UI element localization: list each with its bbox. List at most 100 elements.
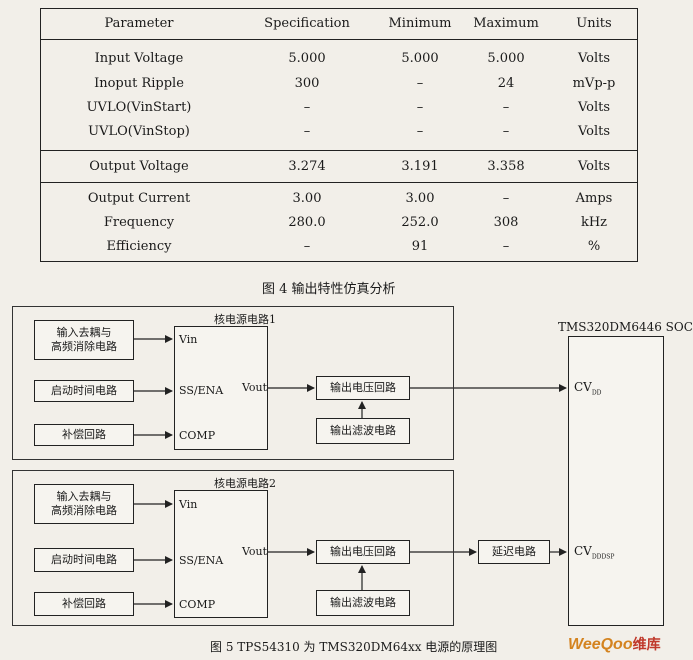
table-cell: Amps	[575, 191, 613, 206]
circuit2-delay-box: 延迟电路	[478, 540, 550, 564]
pin-subscript: DDDSP	[591, 553, 615, 561]
table-cell: UVLO(VinStop)	[88, 124, 190, 139]
table-cell: %	[587, 239, 601, 254]
circuit1-output-filter-box: 输出滤波电路	[316, 418, 410, 444]
table-cell: Volts	[577, 159, 611, 174]
table-cell: Volts	[577, 124, 611, 139]
table-row: UVLO(VinStart) – – – Volts	[41, 97, 637, 119]
header-minimum: Minimum	[388, 16, 452, 31]
table-cell: 91	[411, 239, 429, 254]
header-units: Units	[576, 16, 612, 31]
circuit2-title: 核电源电路2	[214, 477, 276, 490]
table-header-row: Parameter Specification Minimum Maximum …	[41, 13, 637, 35]
circuit2-output-filter-box: 输出滤波电路	[316, 590, 410, 616]
table-cell: 252.0	[401, 215, 439, 230]
table-row: Efficiency – 91 – %	[41, 236, 637, 258]
table-cell: –	[303, 124, 311, 139]
watermark-suffix: 维库	[632, 636, 661, 652]
table-cell: –	[502, 191, 510, 206]
core-power-circuit-2	[12, 470, 454, 626]
circuit2-input-decouple-box: 输入去耦与 高频消除电路	[34, 484, 134, 524]
table-cell: kHz	[580, 215, 608, 230]
circuit2-regulator-chip	[174, 490, 268, 618]
watermark-brand: WeeQoo	[568, 636, 633, 653]
table-cell: –	[416, 76, 424, 91]
circuit1-pin-comp: COMP	[179, 429, 216, 442]
soc-block	[568, 336, 664, 626]
box-text-line: 高频消除电路	[51, 504, 117, 517]
core-power-circuit-1	[12, 306, 454, 460]
table-cell: Volts	[577, 100, 611, 115]
circuit2-output-voltage-box: 输出电压回路	[316, 540, 410, 564]
table-cell: 5.000	[401, 51, 439, 66]
circuit1-output-voltage-box: 输出电压回路	[316, 376, 410, 400]
box-text-line: 输入去耦与	[56, 490, 112, 503]
circuit1-input-decouple-box: 输入去耦与 高频消除电路	[34, 320, 134, 360]
table-cell: 308	[493, 215, 519, 230]
table-cell: –	[416, 124, 424, 139]
table-row: Input Voltage 5.000 5.000 5.000 Volts	[41, 48, 637, 70]
table-cell: 3.274	[288, 159, 326, 174]
soc-title: TMS320DM6446 SOC	[558, 320, 693, 334]
table-cell: UVLO(VinStart)	[86, 100, 192, 115]
table-cell: 3.00	[292, 191, 322, 206]
table-cell: –	[303, 239, 311, 254]
table-cell: –	[502, 100, 510, 115]
table-cell: 24	[497, 76, 515, 91]
circuit1-startup-time-box: 启动时间电路	[34, 380, 134, 402]
table-cell: 3.00	[405, 191, 435, 206]
table-cell: –	[502, 124, 510, 139]
circuit2-pin-vout: Vout	[242, 545, 268, 558]
table-cell: Output Voltage	[89, 159, 189, 174]
table-cell: Input Voltage	[94, 51, 184, 66]
header-maximum: Maximum	[473, 16, 539, 31]
table-divider	[41, 182, 637, 183]
circuit2-pin-comp: COMP	[179, 598, 216, 611]
pin-name: CV	[574, 380, 592, 394]
soc-pin-cvdd: CVDD	[574, 380, 601, 396]
circuit1-regulator-chip	[174, 326, 268, 450]
table-cell: 5.000	[288, 51, 326, 66]
pin-subscript: DD	[591, 389, 602, 397]
box-text-line: 高频消除电路	[51, 340, 117, 353]
table-cell: –	[303, 100, 311, 115]
table-cell: 3.191	[401, 159, 439, 174]
table-cell: –	[502, 239, 510, 254]
circuit1-pin-vin: Vin	[179, 333, 198, 346]
box-text-line: 输入去耦与	[56, 326, 112, 339]
circuit1-pin-vout: Vout	[242, 381, 268, 394]
table-row: Frequency 280.0 252.0 308 kHz	[41, 212, 637, 234]
table-divider	[41, 150, 637, 151]
table-cell: 280.0	[288, 215, 326, 230]
soc-pin-cvdddsp: CVDDDSP	[574, 544, 614, 560]
circuit1-pin-ss: SS/ENA	[179, 384, 224, 397]
table-row: Inoput Ripple 300 – 24 mVp-p	[41, 73, 637, 95]
table-cell: Efficiency	[106, 239, 172, 254]
header-parameter: Parameter	[104, 16, 174, 31]
table-cell: Inoput Ripple	[94, 76, 184, 91]
table-cell: 300	[294, 76, 320, 91]
pin-name: CV	[574, 544, 592, 558]
table-cell: Output Current	[87, 191, 191, 206]
circuit1-title: 核电源电路1	[214, 313, 276, 326]
circuit2-startup-time-box: 启动时间电路	[34, 548, 134, 572]
fig4-caption: 图 4 输出特性仿真分析	[262, 282, 396, 297]
table-cell: 5.000	[487, 51, 525, 66]
circuit1-compensation-box: 补偿回路	[34, 424, 134, 446]
circuit2-pin-vin: Vin	[179, 498, 198, 511]
header-specification: Specification	[264, 16, 350, 31]
circuit2-pin-ss: SS/ENA	[179, 554, 224, 567]
table-cell: Frequency	[103, 215, 175, 230]
table-row: Output Current 3.00 3.00 – Amps	[41, 188, 637, 210]
table-cell: mVp-p	[572, 76, 616, 91]
table-cell: –	[416, 100, 424, 115]
spec-table: Parameter Specification Minimum Maximum …	[40, 8, 638, 262]
circuit2-compensation-box: 补偿回路	[34, 592, 134, 616]
table-divider	[41, 39, 637, 40]
table-row: Output Voltage 3.274 3.191 3.358 Volts	[41, 156, 637, 178]
watermark-logo: WeeQoo维库	[568, 634, 661, 654]
fig5-caption: 图 5 TPS54310 为 TMS320DM64xx 电源的原理图	[210, 640, 498, 654]
table-cell: Volts	[577, 51, 611, 66]
table-cell: 3.358	[487, 159, 525, 174]
